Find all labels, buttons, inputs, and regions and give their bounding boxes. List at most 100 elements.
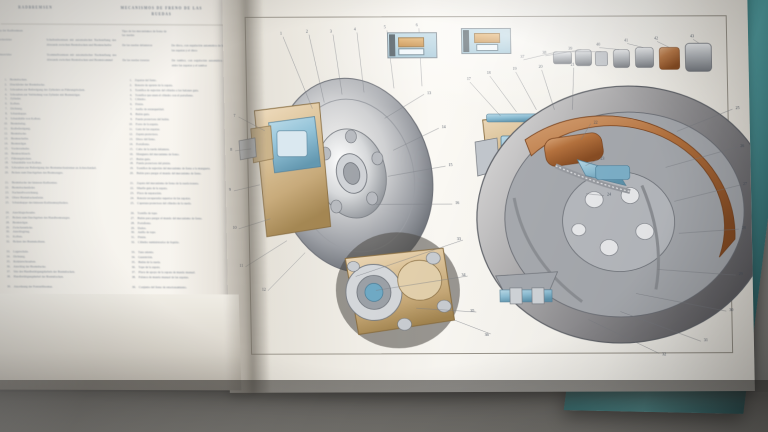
legend-text: Handbetätigungshebel der Bremsbacken. bbox=[13, 274, 64, 279]
svg-text:27: 27 bbox=[743, 181, 747, 186]
brake-shoe-web-left bbox=[512, 197, 584, 303]
hub-bore-inner bbox=[343, 162, 361, 185]
pad-clearance-inset-left bbox=[386, 32, 438, 59]
header-spanish-line2: RUEDAS bbox=[151, 11, 172, 17]
hub-nut bbox=[553, 51, 572, 65]
header-spanish: MECANISMOS DE FRENO DE LAS RUEDAS bbox=[82, 6, 240, 18]
inset-left-disc bbox=[388, 34, 396, 57]
wheel-cylinder-section-group bbox=[495, 271, 559, 305]
svg-text:34: 34 bbox=[462, 272, 466, 277]
svg-text:42: 42 bbox=[654, 35, 658, 40]
legend-text: Anordnung der Feststellbremse. bbox=[13, 284, 53, 289]
legend-text: Schutzkappe des hinteren Radbremszylinde… bbox=[12, 200, 69, 205]
brake-shoe-web-right bbox=[640, 184, 660, 290]
svg-text:14: 14 bbox=[442, 124, 446, 129]
header-rule bbox=[0, 22, 237, 26]
rear-drum-brake-group bbox=[476, 85, 755, 344]
inset-right-arrow bbox=[476, 43, 499, 52]
svg-text:20: 20 bbox=[539, 64, 543, 69]
legend-number: 38. bbox=[131, 274, 136, 279]
svg-text:29: 29 bbox=[739, 271, 743, 276]
svg-text:15: 15 bbox=[448, 162, 452, 167]
svg-text:2: 2 bbox=[306, 29, 308, 34]
svg-text:6: 6 bbox=[416, 22, 418, 27]
definition-row: Typ der Radbremsen bbox=[0, 28, 116, 33]
legend-item: 20.Bolzen zum Durchgeben des Bremszuges. bbox=[0, 171, 119, 177]
definition-label: De las ruedas traseras bbox=[122, 58, 150, 63]
foreground-shadow bbox=[0, 380, 768, 432]
page-block-edges bbox=[0, 293, 242, 391]
legend-number: 25. bbox=[5, 200, 10, 205]
svg-text:39: 39 bbox=[568, 46, 572, 51]
svg-text:37: 37 bbox=[520, 54, 524, 59]
inset-left-pad bbox=[398, 37, 425, 48]
definition-row: Vorderräder Scheibenbremsen mit automati… bbox=[0, 38, 116, 48]
svg-text:32: 32 bbox=[662, 351, 666, 356]
legend-number: 32. bbox=[131, 240, 136, 245]
svg-text:22: 22 bbox=[594, 120, 598, 125]
svg-text:30: 30 bbox=[729, 307, 733, 312]
svg-text:23: 23 bbox=[600, 156, 604, 161]
legend-number: 39. bbox=[131, 284, 136, 289]
return-spring-coils bbox=[555, 165, 631, 193]
svg-text:40: 40 bbox=[596, 42, 600, 47]
svg-text:1: 1 bbox=[280, 31, 282, 36]
definition-value: Scheibenbremsen mit automatischer Nachst… bbox=[46, 38, 117, 48]
legend-item: 39.Anordnung der Feststellbremse. bbox=[2, 284, 121, 290]
numbered-legend-columns: 1.Bremsbacken.2.Druckfeder der Bremsback… bbox=[0, 72, 247, 325]
legend-number: 32. bbox=[6, 239, 10, 244]
legend-item: 25.Schutzkappe des hinteren Radbremszyli… bbox=[0, 200, 119, 206]
definition-row: Hinterräder Trommelbremsen mit automatis… bbox=[0, 53, 117, 63]
svg-text:18: 18 bbox=[487, 70, 491, 75]
definition-label: Typ der Radbremsen bbox=[0, 27, 23, 33]
inset-right-disc bbox=[462, 30, 470, 53]
page-headers: RADBREMSEN MECANISMOS DE FRENO DE LAS RU… bbox=[0, 5, 241, 18]
bearing-spacer bbox=[659, 47, 680, 70]
caliper-piston bbox=[276, 130, 308, 158]
svg-text:38: 38 bbox=[542, 50, 546, 55]
outer-bearing bbox=[613, 49, 630, 68]
svg-text:19: 19 bbox=[513, 66, 517, 71]
german-legend-list: 1.Bremsbacken.2.Druckfeder der Bremsback… bbox=[0, 77, 122, 324]
legend-text: Bolzen zum Durchgeben des Bremszuges. bbox=[11, 170, 64, 175]
definition-label: De las ruedas delanteras bbox=[122, 43, 153, 48]
legend-item: 38.Handbetätigungshebel der Bremsbacken. bbox=[2, 274, 121, 280]
svg-text:16: 16 bbox=[455, 200, 459, 205]
definition-label: Tipo de los mecanismos de freno de las r… bbox=[121, 28, 167, 38]
inset-left-arrow bbox=[398, 48, 425, 56]
bearing-race bbox=[635, 47, 654, 68]
caliper-bore-piston bbox=[364, 283, 384, 302]
legend-number: 25. bbox=[130, 200, 135, 205]
definition-label: Hinterräder bbox=[0, 52, 12, 57]
svg-text:28: 28 bbox=[742, 225, 746, 230]
adjuster-strut bbox=[595, 165, 631, 180]
svg-text:36: 36 bbox=[485, 332, 489, 337]
svg-text:35: 35 bbox=[470, 308, 474, 313]
definition-value: Trommelbremsen mit automatischer Nachste… bbox=[46, 52, 117, 62]
thrust-washer bbox=[595, 51, 608, 66]
open-book: RADBREMSEN MECANISMOS DE FRENO DE LAS RU… bbox=[0, 0, 768, 414]
svg-text:25: 25 bbox=[735, 105, 739, 110]
legend-item: 32.Bolzen des Bremskolbens. bbox=[1, 240, 120, 246]
svg-text:3: 3 bbox=[330, 29, 332, 34]
svg-text:41: 41 bbox=[624, 38, 628, 43]
definition-label: Vorderräder bbox=[0, 37, 12, 42]
svg-text:13: 13 bbox=[427, 90, 431, 95]
header-german: RADBREMSEN bbox=[18, 5, 53, 10]
pad-clearance-inset-right bbox=[460, 27, 512, 55]
legend-number: 20. bbox=[129, 171, 134, 176]
definition-value bbox=[46, 28, 116, 33]
hub-bearing-exploded-group bbox=[553, 42, 713, 72]
legend-text: Bolzen des Bremskolbens. bbox=[12, 239, 46, 244]
definition-columns: Typ der Radbremsen Vorderräder Scheibenb… bbox=[0, 28, 242, 74]
caliper-cover-plate bbox=[397, 259, 443, 301]
german-definitions: Typ der Radbremsen Vorderräder Scheibenb… bbox=[0, 28, 117, 73]
caliper-bolt-heads bbox=[347, 251, 452, 331]
svg-text:31: 31 bbox=[704, 337, 708, 342]
svg-text:26: 26 bbox=[740, 143, 744, 148]
legend-number: 20. bbox=[4, 170, 9, 175]
cylinder-section-piston-right bbox=[531, 287, 545, 305]
